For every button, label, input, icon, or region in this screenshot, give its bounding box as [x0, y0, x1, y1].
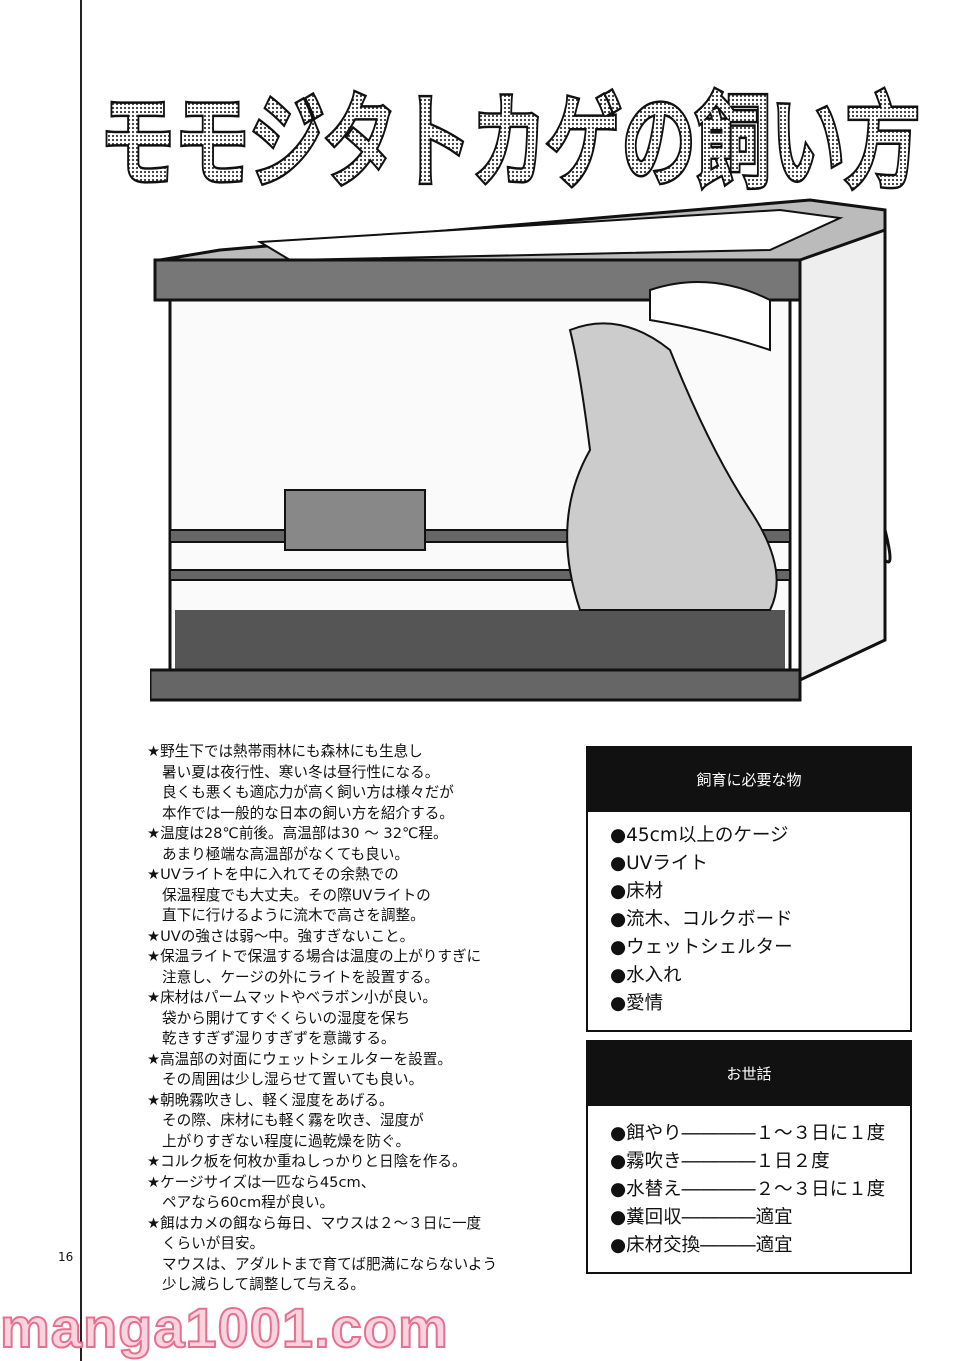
- note-line: ★高温部の対面にウェットシェルターを設置。: [147, 1050, 452, 1068]
- note-line: ★UVライトを中に入れてその余熱での: [147, 866, 399, 883]
- note-line: 本作では一般的な日本の飼い方を紹介する。: [162, 804, 454, 822]
- care-item: ●糞回収――――適宜: [610, 1207, 793, 1228]
- note-line: ★床材はパームマットやベラボン小が良い。: [147, 989, 437, 1006]
- terrarium-illustration: [150, 198, 892, 702]
- note-line: 直下に行けるように流木で高さを調整。: [162, 907, 425, 924]
- note-line: 保温程度でも大丈夫。その際UVライトの: [162, 886, 431, 904]
- note-line: 暑い夏は夜行性、寒い冬は昼行性になる。: [162, 763, 440, 781]
- note-line: ★餌はカメの餌なら毎日、マウスは２～３日に一度: [147, 1214, 482, 1232]
- page-number: 16: [58, 1250, 74, 1264]
- note-line: その際、床材にも軽く霧を吹き、湿度が: [162, 1112, 424, 1129]
- note-line: ★朝晩霧吹きし、軽く湿度をあげる。: [147, 1091, 394, 1109]
- title-text: モモジタトカゲの飼い方: [100, 84, 920, 200]
- note-line: ★ケージサイズは一匹なら45cm、: [147, 1173, 376, 1191]
- needs-item: ●45cm以上のケージ: [610, 825, 789, 846]
- page-title: モモジタトカゲの飼い方: [98, 82, 923, 201]
- needs-box: 飼育に必要な物 ●45cm以上のケージ ●UVライト ●床材 ●流木、コルクボード ●ウ…: [586, 746, 912, 1032]
- note-line: 袋から開けてすぐくらいの湿度を保ち: [162, 1009, 411, 1027]
- note-line: マウスは、アダルトまで育てば肥満にならないよう: [162, 1255, 498, 1273]
- needs-item: ●流木、コルクボード: [610, 909, 793, 930]
- note-line: 良くも悪くも適応力が高く飼い方は様々だが: [162, 784, 454, 801]
- watermark: manga1001.com: [0, 1296, 449, 1359]
- note-line: ★温度は28℃前後。高温部は30 ～ 32℃程。: [147, 825, 448, 842]
- note-line: ★UVの強さは弱～中。強すぎないこと。: [147, 927, 415, 945]
- needs-item: ●UVライト: [610, 853, 708, 874]
- care-notes-list: ★野生下では熱帯雨林にも森林にも生息し暑い夏は夜行性、寒い冬は昼行性になる。良く…: [147, 742, 527, 1296]
- note-line: ペアなら60cm程が良い。: [162, 1194, 335, 1211]
- note-line: ★コルク板を何枚か重ねしっかりと日陰を作る。: [147, 1153, 467, 1170]
- note-line: 上がりすぎない程度に過乾燥を防ぐ。: [162, 1132, 411, 1150]
- needs-item: ●ウェットシェルター: [610, 937, 793, 958]
- care-item: ●水替え――――２～３日に１度: [610, 1179, 886, 1200]
- care-header: お世話: [588, 1042, 910, 1106]
- note-line: 注意し、ケージの外にライトを設置する。: [162, 968, 439, 986]
- note-line: その周囲は少し湿らせて置いても良い。: [162, 1071, 424, 1088]
- needs-item: ●愛情: [610, 993, 664, 1014]
- note-line: ★野生下では熱帯雨林にも森林にも生息し: [147, 743, 423, 760]
- note-line: 少し減らして調整して与える。: [162, 1276, 365, 1293]
- note-line: 乾きすぎず湿りすぎずを意識する。: [162, 1030, 396, 1047]
- needs-item: ●床材: [610, 881, 664, 902]
- needs-item: ●水入れ: [610, 965, 682, 986]
- care-item: ●床材交換―――適宜: [610, 1235, 793, 1256]
- care-item: ●霧吹き――――１日２度: [610, 1151, 830, 1172]
- note-line: ★保温ライトで保温する場合は温度の上がりすぎに: [147, 948, 482, 965]
- care-item: ●餌やり――――１～３日に１度: [610, 1123, 886, 1144]
- page-border-line: [80, 0, 82, 1361]
- note-line: くらいが目安。: [162, 1235, 265, 1252]
- needs-header: 飼育に必要な物: [588, 748, 910, 812]
- care-box: お世話 ●餌やり――――１～３日に１度 ●霧吹き――――１日２度 ●水替え――――２…: [586, 1040, 912, 1274]
- note-line: あまり極端な高温部がなくても良い。: [162, 845, 409, 863]
